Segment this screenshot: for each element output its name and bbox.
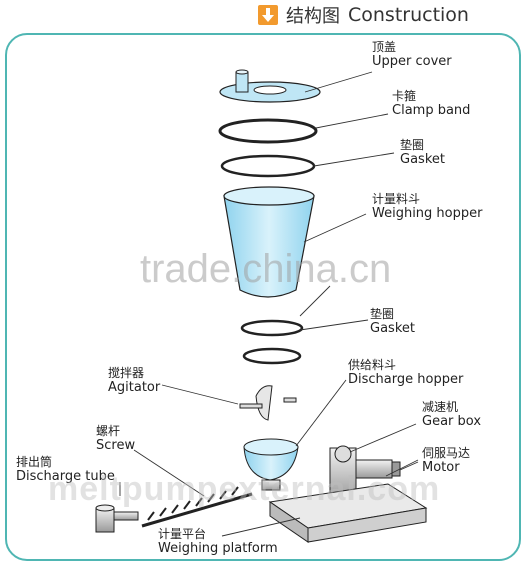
screw-part bbox=[141, 486, 253, 528]
header-title-en: Construction bbox=[348, 4, 469, 26]
header-title-cn: 结构图 bbox=[286, 6, 340, 27]
diagram-frame bbox=[5, 33, 521, 561]
download-arrow-icon bbox=[258, 5, 278, 25]
clamp-band-part bbox=[218, 118, 318, 144]
gasket-1-part bbox=[220, 154, 316, 178]
watermark-main: trade.china.cn bbox=[140, 247, 392, 291]
watermark-secondary: meltpumpexternal.com bbox=[48, 470, 441, 508]
discharge-tube-part bbox=[95, 504, 139, 533]
discharge-hopper-part bbox=[243, 438, 299, 491]
agitator-part bbox=[239, 385, 297, 421]
leader-lines bbox=[119, 71, 419, 537]
weighing-hopper-part bbox=[223, 186, 315, 298]
upper-cover-part bbox=[219, 69, 321, 103]
gasket-2-part bbox=[240, 319, 304, 337]
gasket-3-part bbox=[242, 347, 302, 365]
diagram-header: 结构图 Construction bbox=[258, 2, 469, 28]
